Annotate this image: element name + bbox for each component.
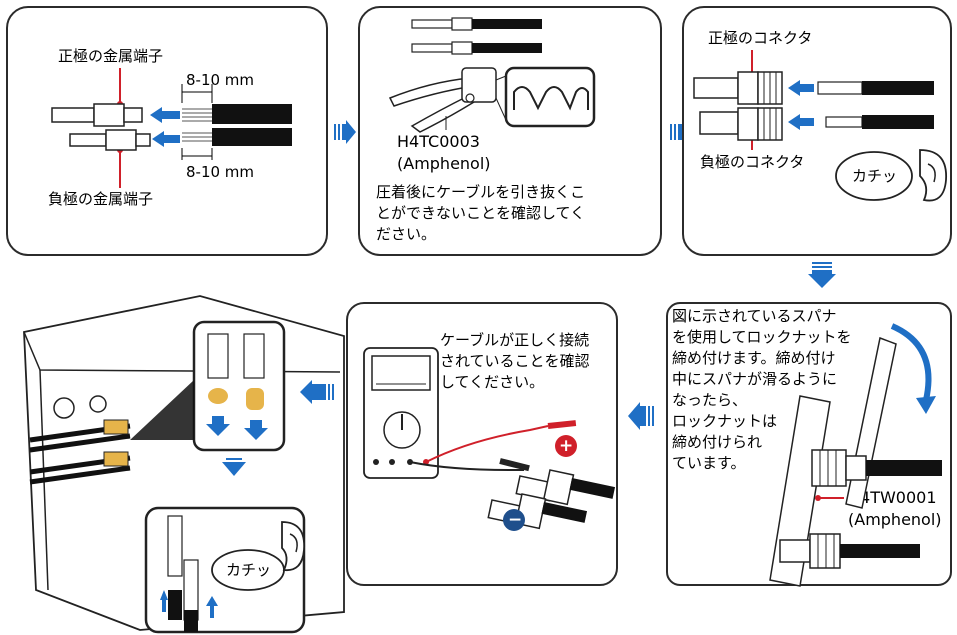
positive-sign: +	[559, 436, 574, 456]
negative-connector-label: 負極のコネクタ	[700, 153, 805, 171]
crimp-tool-brand: (Amphenol)	[397, 154, 491, 173]
crimp-note-line: 圧着後にケーブルを引き抜くこ	[376, 183, 586, 201]
wrench-note-line: 締め付けます。締め付け	[672, 349, 836, 367]
wrench-note-line: 締め付けられ	[672, 433, 763, 451]
next-step-arrow-4	[628, 402, 654, 430]
multimeter-note-line: されていることを確認	[440, 352, 590, 370]
wrench-note-line: 図に示されているスパナ	[672, 307, 837, 325]
next-step-arrow-3	[808, 262, 836, 288]
crimp-note: 圧着後にケーブルを引き抜くこ とができないことを確認してく ださい。	[376, 182, 656, 245]
click-sound-bubble-top: カチッ	[852, 167, 898, 185]
wrench-illustration	[769, 323, 942, 587]
multimeter-illustration	[363, 347, 616, 531]
wrench-note-line: ています。	[672, 454, 746, 472]
negative-terminal-label: 負極の金属端子	[48, 190, 154, 208]
terminal-crimp-illustration	[51, 68, 292, 188]
connector-assembly-illustration	[693, 50, 947, 202]
inverter-illustration	[23, 295, 345, 634]
wrench-note-line: ロックナットは	[672, 412, 778, 430]
positive-terminal-label: 正極の金属端子	[58, 47, 164, 65]
positive-connector-label: 正極のコネクタ	[708, 29, 813, 47]
strip-length-top: 8-10 mm	[186, 71, 255, 89]
wrench-note-line: 中にスパナが滑るように	[672, 370, 838, 388]
crimp-note-line: ださい。	[376, 225, 437, 243]
wrench-note: 図に示されているスパナ を使用してロックナットを 締め付けます。締め付け 中にス…	[672, 306, 872, 474]
multimeter-note-line: してください。	[440, 373, 545, 391]
crimp-tool-model: H4TC0003	[397, 132, 480, 151]
crimping-tool-illustration	[388, 17, 596, 133]
multimeter-note: ケーブルが正しく接続 されていることを確認 してください。	[440, 330, 616, 393]
wrench-note-line: を使用してロックナットを	[672, 328, 852, 346]
click-sound-bubble-bottom: カチッ	[226, 561, 272, 579]
wrench-tool-model: H4TW0001	[848, 488, 937, 507]
wrench-note-line: なったら、	[672, 391, 748, 409]
crimp-note-line: とができないことを確認してく	[376, 204, 586, 222]
multimeter-note-line: ケーブルが正しく接続	[440, 331, 590, 349]
next-step-arrow-1	[334, 120, 356, 144]
negative-sign: −	[508, 510, 523, 530]
wrench-tool-brand: (Amphenol)	[848, 510, 942, 529]
strip-length-bottom: 8-10 mm	[186, 163, 255, 181]
